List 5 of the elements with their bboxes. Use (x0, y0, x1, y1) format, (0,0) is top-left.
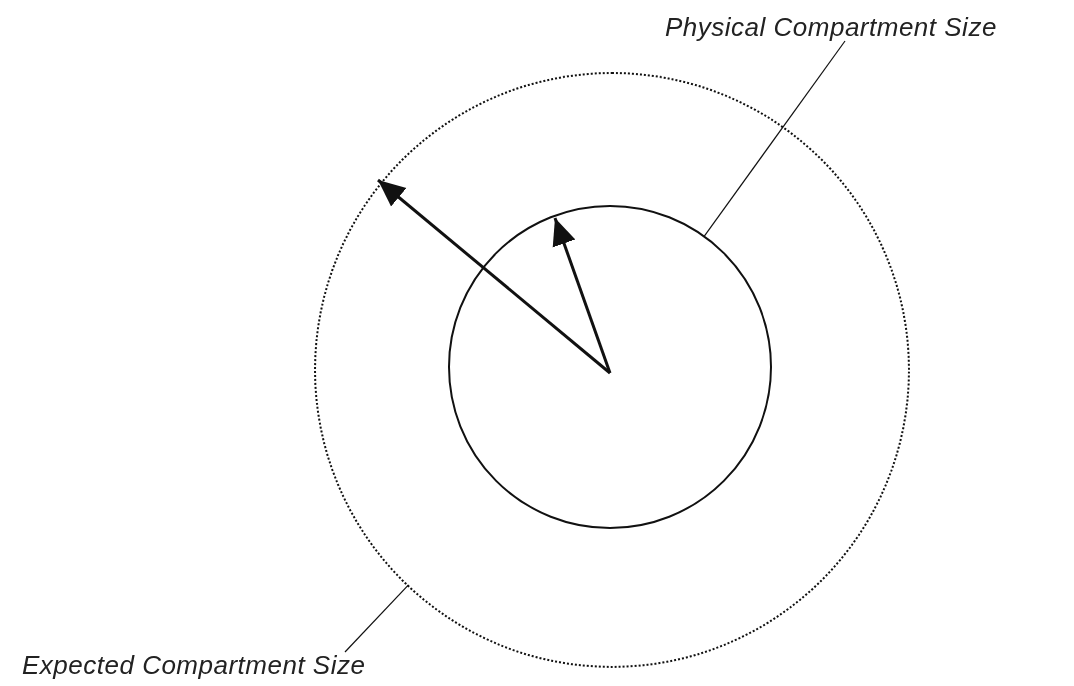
callout-label: Physical Compartment Size (665, 12, 997, 43)
leader-line (703, 40, 846, 237)
physical-size-circle (448, 205, 772, 529)
callout-label: Expected Compartment Size (22, 650, 366, 681)
leader-line (344, 584, 410, 653)
